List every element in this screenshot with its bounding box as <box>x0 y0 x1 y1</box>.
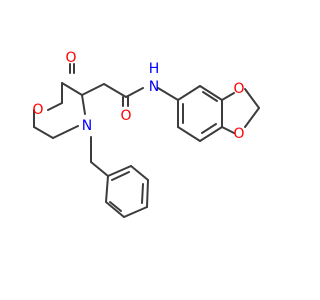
atom-nitrogen-ring: N <box>82 118 92 134</box>
bond-ch2-n <box>52 125 79 139</box>
atom-amide-h: H <box>149 61 160 77</box>
phenyl-bond-2 <box>130 165 149 181</box>
dioxole-bottom-bond-1 <box>244 107 260 128</box>
atom-oxygen-amide: O <box>120 108 131 124</box>
bond-ch2-ch2 <box>33 126 54 139</box>
atom-oxygen-carbonyl-ring: O <box>65 50 76 66</box>
bond-c3-ch2 <box>81 83 105 96</box>
phenyl-bond-6 <box>105 175 109 203</box>
bond-c3-n <box>81 94 86 115</box>
atom-amide-nh: N <box>149 79 159 95</box>
aryl-bond-5 <box>177 126 201 142</box>
aryl-double-1 <box>202 91 218 102</box>
bond-ch2-co <box>103 83 127 98</box>
atom-oxygen-dioxole-bottom: O <box>233 126 244 142</box>
phenyl-bond-3 <box>146 179 149 208</box>
dioxole-top-bond-1 <box>221 92 235 101</box>
aryl-bond-4 <box>199 126 223 142</box>
bond-c-c3 <box>61 82 83 96</box>
bond-c-o-ring <box>47 102 63 111</box>
bond-co-nh <box>125 87 144 98</box>
molecule-canvas: O O N O N H O O <box>32 50 260 218</box>
bond-nh-aryl <box>157 87 179 101</box>
phenyl-bond-1 <box>107 165 132 177</box>
atom-oxygen-dioxole-top: O <box>233 81 244 97</box>
atom-labels: O O N O N H O O <box>32 50 244 142</box>
phenyl-double-3 <box>109 201 122 212</box>
molecule-structure: O O N O N H O O <box>32 50 260 218</box>
aryl-double-2 <box>201 123 217 134</box>
aryl-bond-2 <box>199 85 223 101</box>
phenyl-bond-5 <box>105 201 125 218</box>
dioxole-bottom-bond-2 <box>221 126 235 134</box>
bonds <box>33 63 260 218</box>
phenyl-double-2 <box>141 183 144 204</box>
bond-benzyl-ch2-ring <box>90 161 109 177</box>
aryl-bond-1 <box>177 85 201 101</box>
dioxole-top-bond-2 <box>244 88 260 109</box>
atom-oxygen-ring: O <box>32 102 43 118</box>
phenyl-bond-4 <box>123 206 148 218</box>
phenyl-double-1 <box>111 171 130 181</box>
